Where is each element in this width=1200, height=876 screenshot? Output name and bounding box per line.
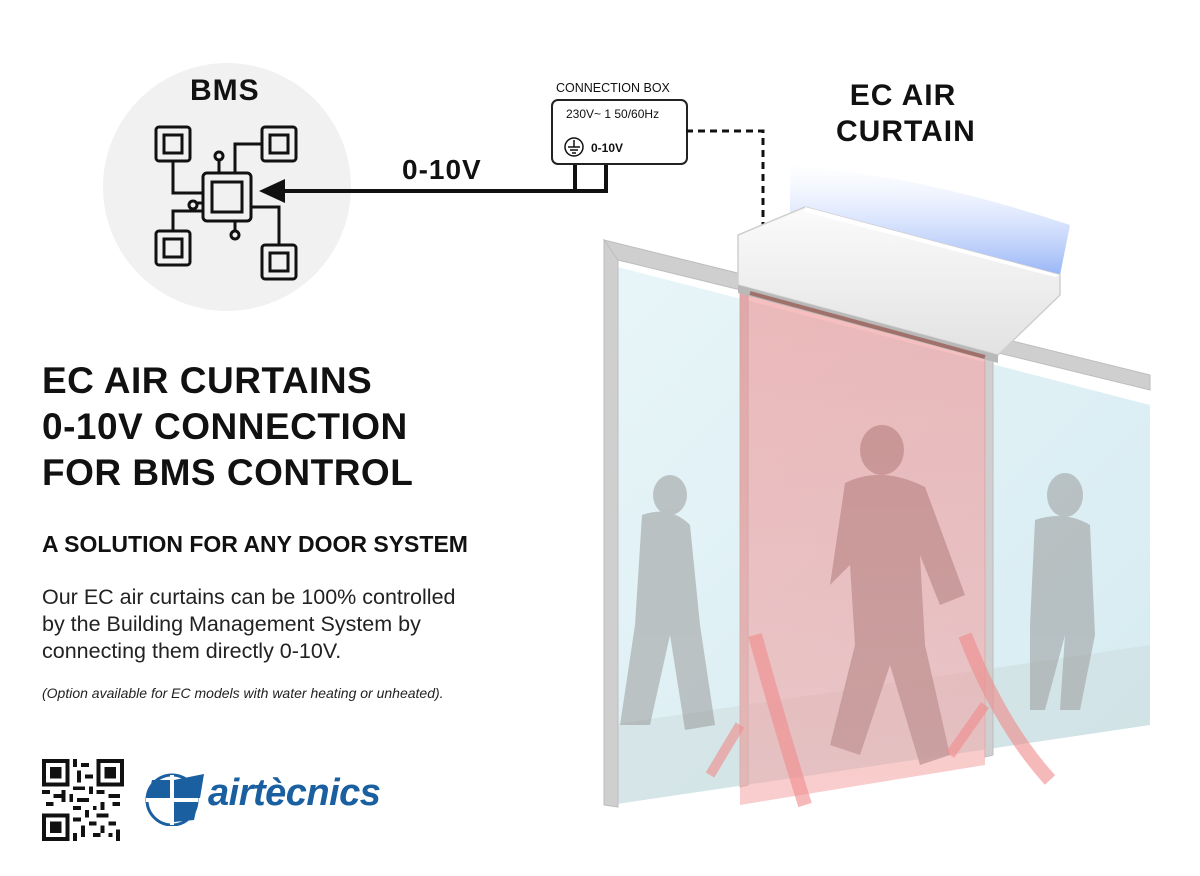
bms-title: BMS <box>190 74 260 107</box>
headline-line-3: FOR BMS CONTROL <box>42 452 414 493</box>
air-intake-glow <box>790 165 1070 275</box>
body-paragraph: Our EC air curtains can be 100% controll… <box>42 584 522 665</box>
dashed-cable <box>686 129 765 230</box>
signal-arrow <box>259 160 608 203</box>
headline-line-1: EC AIR CURTAINS <box>42 360 373 401</box>
connection-box-spec: 230V~ 1 50/60Hz <box>566 107 660 121</box>
connection-box-output: 0-10V <box>591 141 624 155</box>
body-line-1: Our EC air curtains can be 100% controll… <box>42 585 456 609</box>
airflow-stream <box>740 290 985 805</box>
body-line-2: by the Building Management System by <box>42 612 421 636</box>
bms-network-icon <box>154 125 298 281</box>
headline-line-2: 0-10V CONNECTION <box>42 406 408 447</box>
bms-background-circle <box>103 63 351 311</box>
connection-box <box>551 99 688 165</box>
signal-label: 0-10V <box>402 154 482 185</box>
air-curtain-unit <box>737 206 1061 363</box>
airflow-arrow-3 <box>705 722 745 778</box>
door-illustration <box>602 165 1151 808</box>
airflow-arrow-2 <box>958 632 1056 785</box>
brand-logo-text: airtècnics <box>208 772 381 814</box>
air-curtain-title: EC AIR CURTAIN <box>836 78 976 150</box>
qr-code[interactable] <box>42 759 124 841</box>
brand-logo-icon <box>145 773 204 826</box>
connection-box-title: CONNECTION BOX <box>556 81 670 95</box>
footnote: (Option available for EC models with wat… <box>42 685 444 701</box>
body-line-3: connecting them directly 0-10V. <box>42 639 342 663</box>
air-curtain-title-line1: EC AIR <box>849 79 957 112</box>
ground-icon <box>564 137 584 157</box>
airflow-arrow-4 <box>945 702 990 758</box>
air-curtain-title-line2: CURTAIN <box>836 115 976 148</box>
airflow-arrow-1 <box>748 633 812 808</box>
headline: EC AIR CURTAINS 0-10V CONNECTION FOR BMS… <box>42 358 413 496</box>
subheading: A SOLUTION FOR ANY DOOR SYSTEM <box>42 531 468 557</box>
people-silhouettes <box>620 473 1095 730</box>
